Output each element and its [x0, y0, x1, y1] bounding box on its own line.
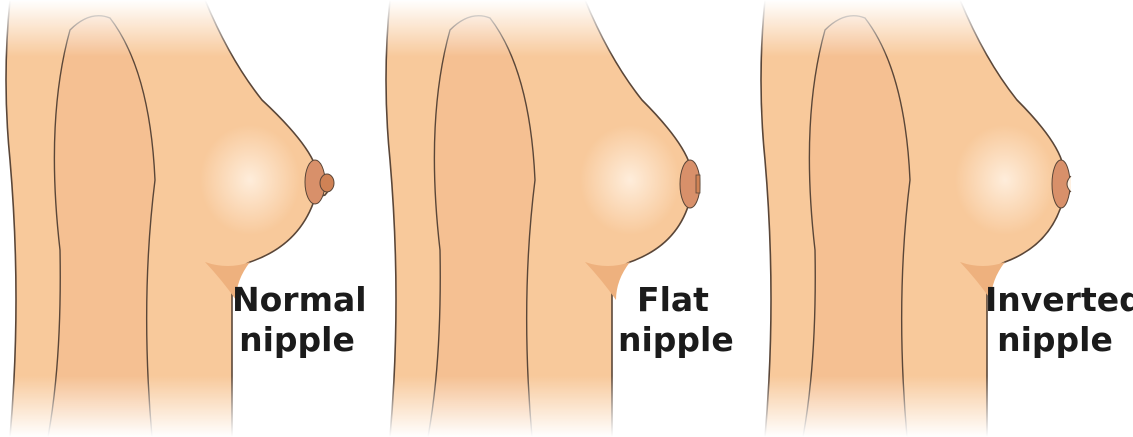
panel-normal-nipple: Normal nipple [0, 0, 378, 437]
label-normal-nipple: Normal nipple [232, 280, 362, 360]
label-flat-nipple: Flat nipple [618, 280, 728, 360]
label-line-1: Flat [618, 280, 728, 320]
panel-inverted-nipple: Inverted nipple [755, 0, 1133, 437]
label-line-2: nipple [618, 320, 728, 360]
label-line-2: nipple [232, 320, 362, 360]
label-line-2: nipple [985, 320, 1125, 360]
inverted-nipple-illustration [755, 0, 1133, 437]
label-line-1: Normal [232, 280, 362, 320]
flat-nipple-illustration [380, 0, 758, 437]
label-line-1: Inverted [985, 280, 1125, 320]
panel-flat-nipple: Flat nipple [380, 0, 758, 437]
label-inverted-nipple: Inverted nipple [985, 280, 1125, 360]
normal-nipple-illustration [0, 0, 378, 437]
